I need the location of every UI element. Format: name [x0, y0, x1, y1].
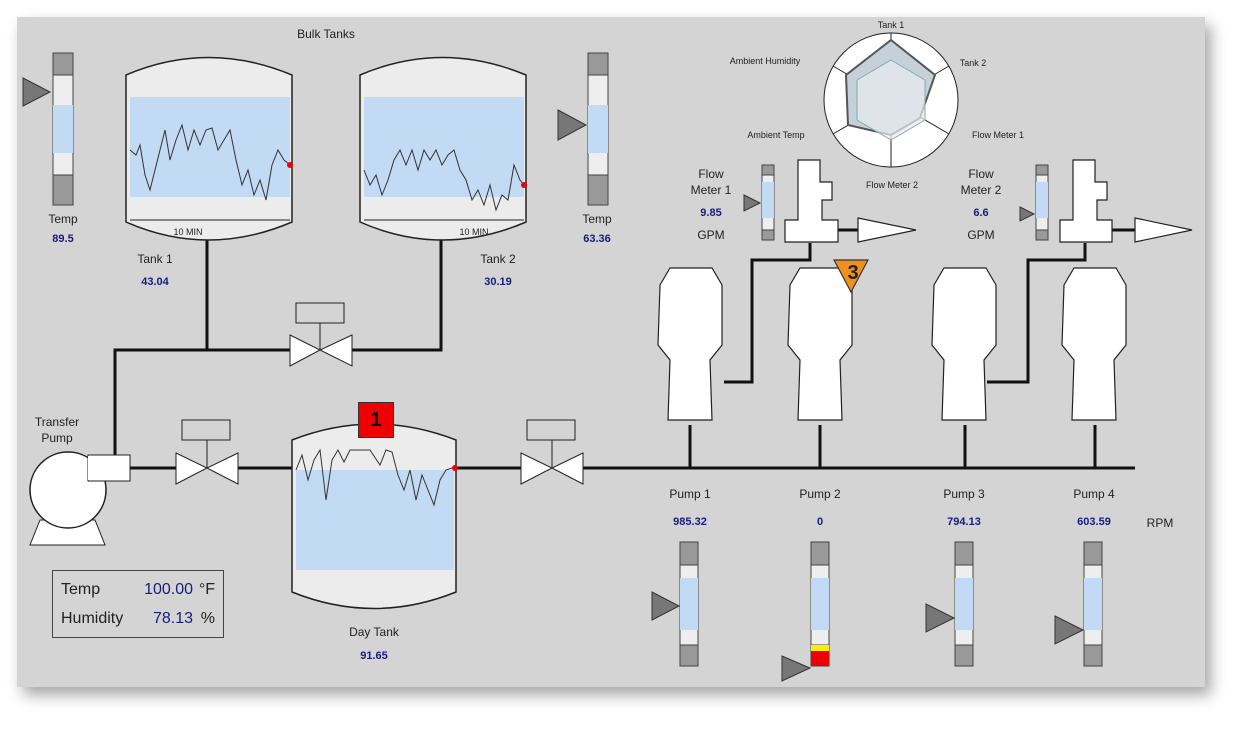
radar-axis-flow-meter-1: Flow Meter 1: [971, 130, 1024, 140]
valve-bulk[interactable]: [289, 302, 353, 367]
radar-axis-tank-2: Tank 2: [959, 58, 987, 68]
tank-1-trend: [129, 123, 291, 201]
temp-2-label: Temp: [582, 212, 612, 226]
day-tank[interactable]: [291, 423, 458, 610]
pump-1-value: 985.32: [673, 516, 707, 528]
day-tank-value: 91.65: [360, 650, 388, 662]
pump-3-label: Pump 3: [943, 487, 985, 501]
temp-gauge-1: [22, 52, 74, 206]
tank-2-value: 30.19: [484, 276, 512, 288]
flow-meter-1-unit: GPM: [697, 228, 725, 242]
pump-4-label: Pump 4: [1073, 487, 1115, 501]
pump-1[interactable]: [657, 267, 723, 421]
temp-1-value: 89.5: [52, 233, 74, 245]
radar-axis-ambient-temp: Ambient Temp: [747, 130, 805, 140]
tank-1-value: 43.04: [141, 276, 169, 288]
day-tank-alarm-badge[interactable]: 1: [358, 402, 394, 438]
temp-1-label: Temp: [48, 212, 78, 226]
flow-meter-1[interactable]: [784, 159, 917, 243]
transfer-pump-label-line1: Transfer: [34, 415, 80, 429]
pump-4-value: 603.59: [1077, 516, 1111, 528]
env-temp-unit: °F: [198, 581, 215, 598]
pump-2-alarm-badge[interactable]: 3: [847, 262, 859, 284]
radar-axis-flow-meter-2: Flow Meter 2: [865, 180, 918, 190]
tank-2-trend: [363, 148, 525, 212]
radar-chart: [823, 32, 959, 168]
valve-daytank-out[interactable]: [520, 419, 584, 485]
tank-1[interactable]: [125, 56, 293, 241]
temp-2-value: 63.36: [583, 233, 611, 245]
pump-3-gauge: [925, 541, 974, 667]
env-temp-label: Temp: [61, 581, 101, 598]
pump-1-label: Pump 1: [669, 487, 711, 501]
tank-1-trend-caption: 10 MIN: [173, 227, 203, 237]
day-tank-label: Day Tank: [349, 625, 399, 639]
piping: [113, 228, 1135, 470]
pump-1-gauge: [651, 541, 699, 667]
tank-2[interactable]: [359, 56, 527, 241]
pump-4[interactable]: [1061, 267, 1127, 421]
environment-readout: Temp 100.00 °F Humidity 78.13 %: [52, 570, 224, 638]
env-temp-value: 100.00: [144, 581, 193, 598]
env-humidity-label: Humidity: [61, 610, 124, 627]
flow-meter-1-label-line1: Flow: [698, 167, 724, 181]
flow-meter-2-label-line2: Meter 2: [960, 183, 1002, 197]
pump-2[interactable]: [787, 259, 869, 421]
flow-gauge-2: [1019, 164, 1049, 241]
flow-meter-2-label-line1: Flow: [968, 167, 994, 181]
tank-1-label: Tank 1: [137, 252, 173, 266]
pump-3[interactable]: [931, 267, 997, 421]
radar-axis-tank-1: Tank 1: [877, 20, 905, 30]
env-humidity-unit: %: [200, 610, 215, 627]
day-tank-trend: [295, 448, 456, 507]
tank-2-trend-caption: 10 MIN: [459, 227, 489, 237]
valve-transfer[interactable]: [175, 419, 239, 485]
radar-axis-ambient-humidity: Ambient Humidity: [729, 56, 801, 66]
pump-2-value: 0: [816, 516, 824, 528]
flow-meter-1-label-line2: Meter 1: [690, 183, 732, 197]
bulk-tanks-title: Bulk Tanks: [297, 27, 355, 41]
env-humidity-value: 78.13: [152, 610, 193, 627]
pump-2-gauge: [781, 541, 830, 682]
flow-meter-1-value: 9.85: [700, 207, 722, 219]
pump-3-value: 794.13: [947, 516, 981, 528]
transfer-pump-label-line2: Pump: [41, 431, 73, 445]
temp-gauge-2: [557, 52, 609, 206]
transfer-pump[interactable]: [29, 451, 131, 546]
flow-gauge-1: [743, 164, 775, 241]
rpm-unit-label: RPM: [1146, 516, 1174, 530]
pump-2-label: Pump 2: [799, 487, 841, 501]
flow-meter-2-value: 6.6: [973, 207, 989, 219]
flow-meter-2[interactable]: [1059, 159, 1193, 243]
tank-2-label: Tank 2: [480, 252, 516, 266]
pump-4-gauge: [1054, 541, 1103, 667]
flow-meter-2-unit: GPM: [967, 228, 995, 242]
